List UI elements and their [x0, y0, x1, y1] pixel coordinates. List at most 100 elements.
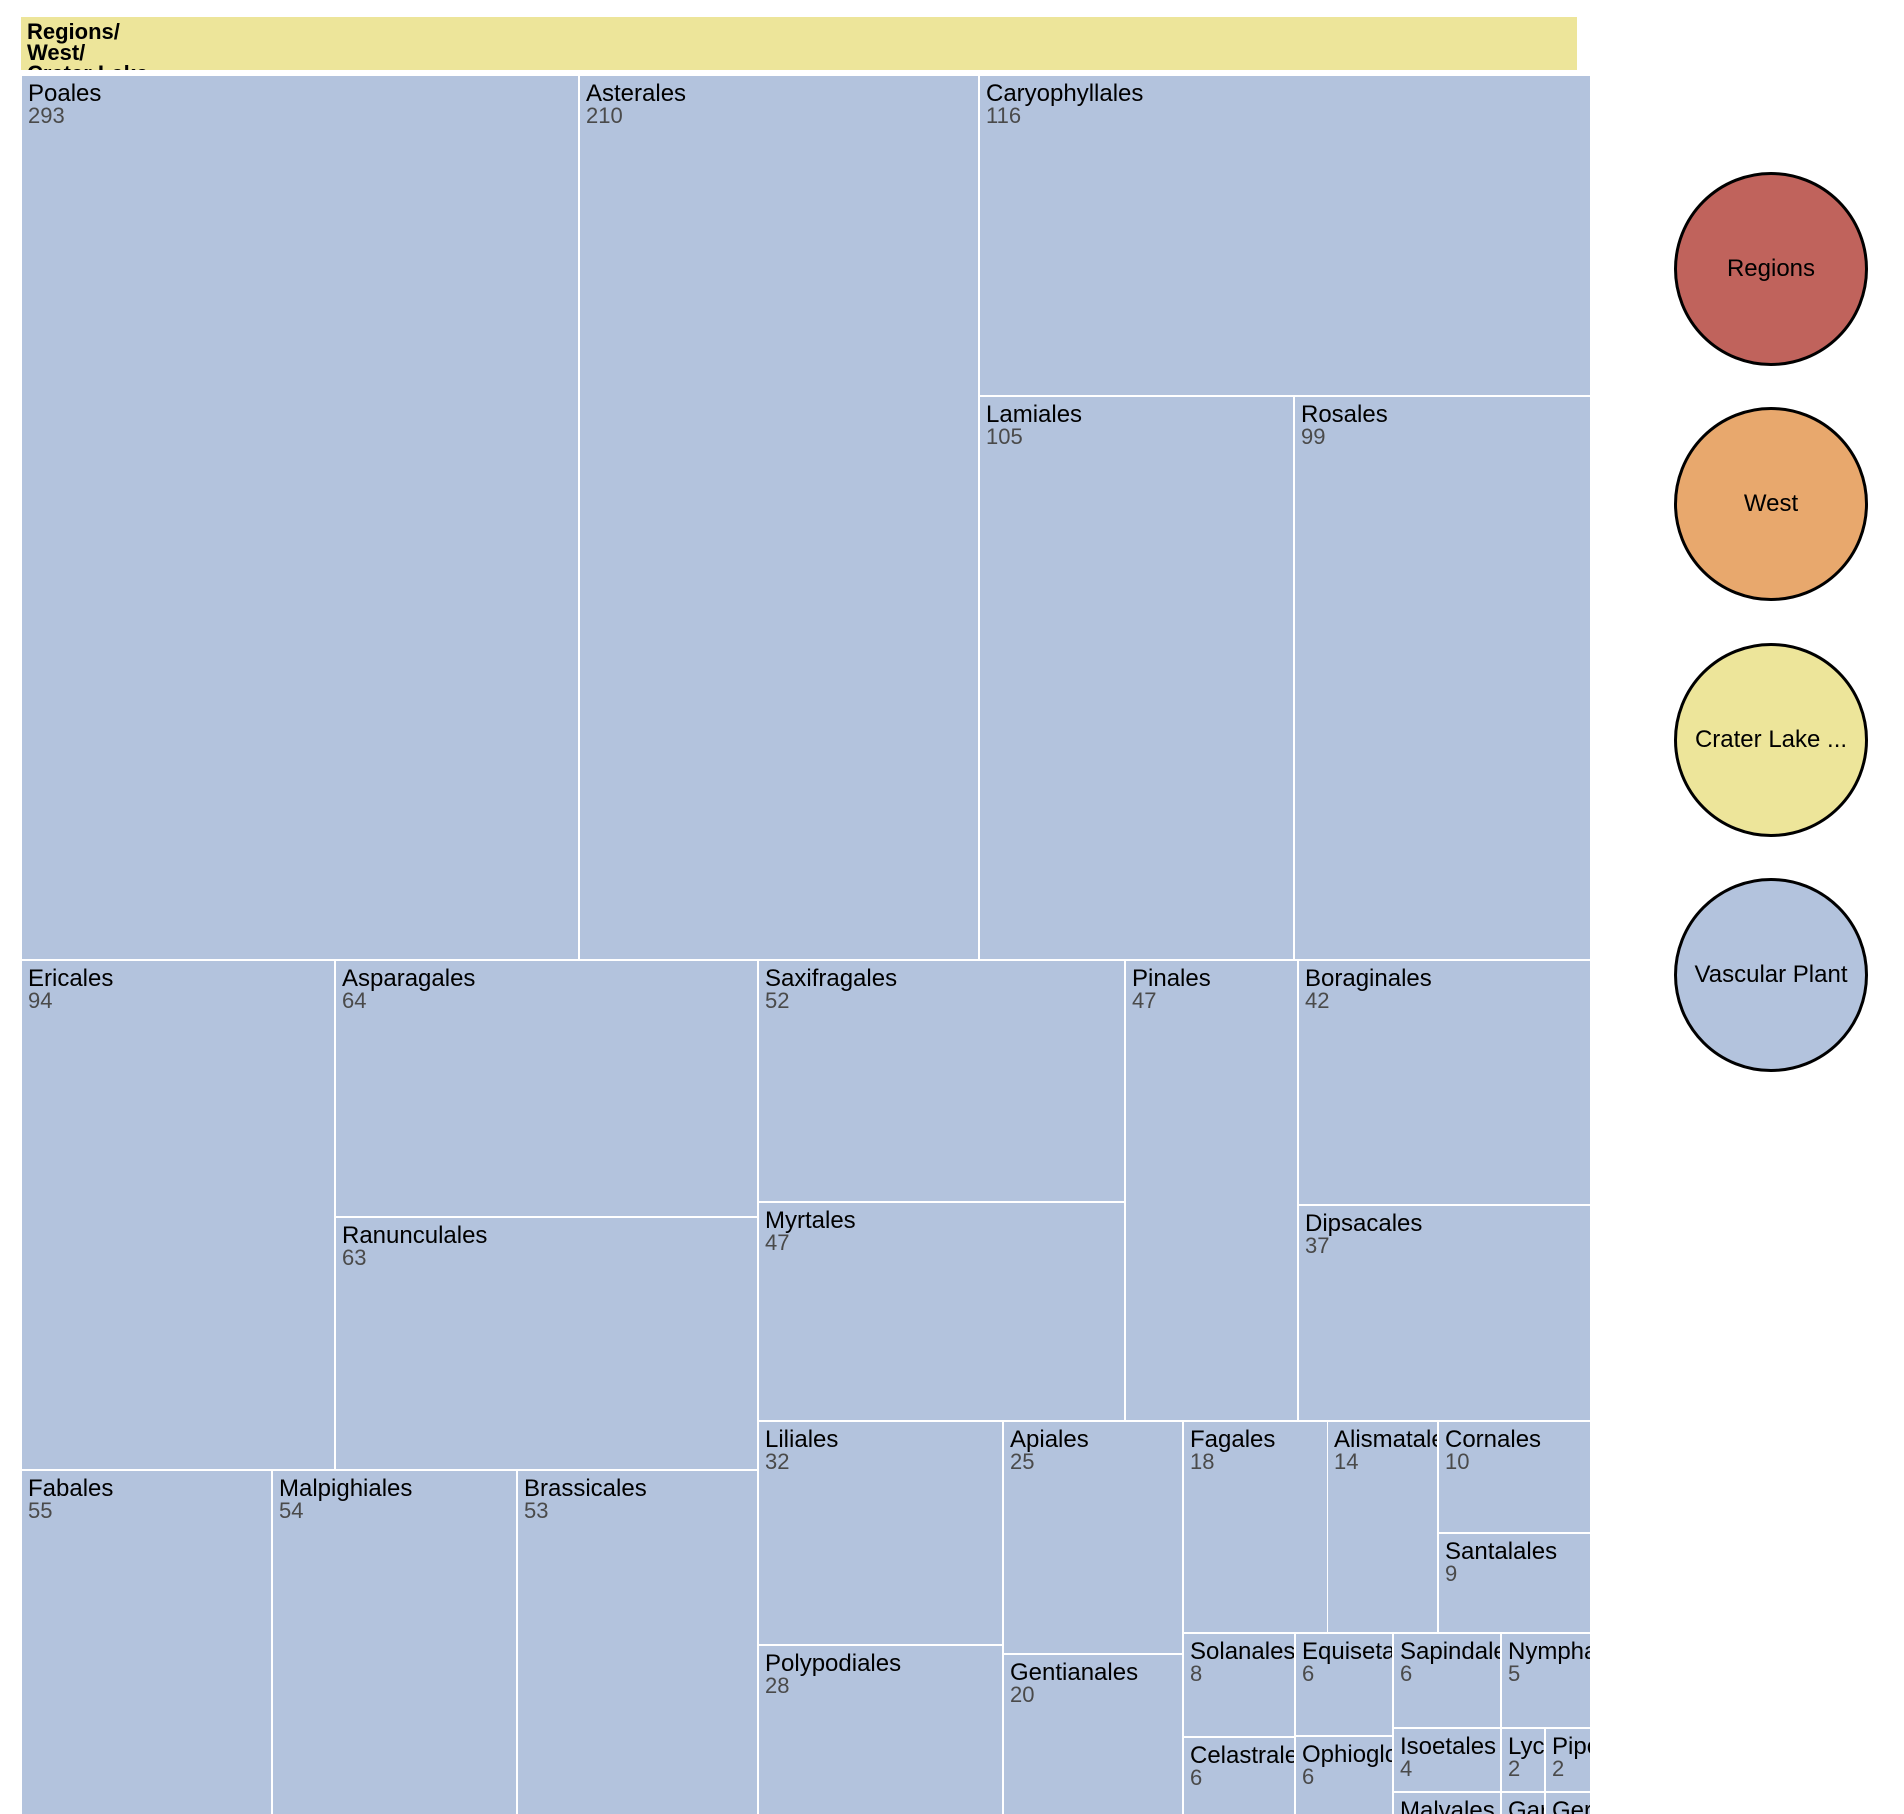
cell-label: Poales: [28, 80, 102, 107]
cell-label: Myrtales: [765, 1207, 856, 1234]
legend-label: West: [1743, 490, 1799, 517]
cell-label: Lycopodiales: [1508, 1733, 1545, 1760]
cell-value: 54: [279, 1498, 304, 1523]
cell-value: 28: [765, 1673, 790, 1698]
breadcrumb-text: Regions/ West/ Crater Lake ...: [27, 19, 173, 71]
cell-value: 25: [1010, 1449, 1035, 1474]
cell-label: Rosales: [1301, 401, 1388, 428]
cell-label: Cornales: [1445, 1426, 1542, 1453]
cell-value: 18: [1190, 1449, 1215, 1474]
cell-value: 37: [1305, 1233, 1330, 1258]
cell-value: 55: [28, 1498, 53, 1523]
treemap-cell[interactable]: Nymphaeales5: [1501, 1633, 1590, 1728]
treemap-cell[interactable]: Equisetales6: [1295, 1633, 1393, 1736]
cell-label: Celastrales: [1190, 1742, 1294, 1769]
cell-label: Lamiales: [986, 401, 1083, 428]
cell-label: Piperales: [1552, 1733, 1590, 1760]
cell-value: 14: [1334, 1449, 1359, 1474]
legend-item-vascular-plant[interactable]: Vascular Plant: [1674, 878, 1868, 1072]
legend-item-regions[interactable]: Regions: [1674, 172, 1868, 366]
cell-value: 5: [1508, 1661, 1521, 1686]
cell-label: Ophioglossales: [1302, 1741, 1392, 1768]
cell-value: 105: [986, 424, 1023, 449]
cell-value: 8: [1190, 1661, 1203, 1686]
cell-value: 32: [765, 1449, 790, 1474]
cell-label: Sapindales: [1400, 1638, 1500, 1665]
treemap-cell[interactable]: Malvales3: [1393, 1792, 1501, 1814]
cell-label: Isoetales: [1400, 1733, 1497, 1760]
cell-label: Fagales: [1190, 1426, 1276, 1453]
cell-label: Malpighiales: [279, 1475, 413, 1502]
legend-label: Crater Lake ...: [1694, 726, 1848, 753]
cell-label: Asterales: [586, 80, 687, 107]
treemap-cell[interactable]: Alismatales14: [1327, 1421, 1438, 1633]
legend-label: Vascular Plant: [1694, 961, 1848, 988]
cell-label: Apiales: [1010, 1426, 1089, 1453]
cell-label: Dipsacales: [1305, 1210, 1423, 1237]
legend-item-west[interactable]: West: [1674, 407, 1868, 601]
cell-label: Santalales: [1445, 1538, 1558, 1565]
cell-value: 47: [765, 1230, 790, 1255]
cell-value: 116: [986, 103, 1022, 128]
cell-label: Polypodiales: [765, 1650, 902, 1677]
treemap-cell[interactable]: Piperales2: [1545, 1728, 1590, 1792]
treemap-cell[interactable]: Celastrales6: [1183, 1737, 1295, 1814]
cell-label: Ericales: [28, 965, 114, 992]
cell-label: Pinales: [1132, 965, 1211, 992]
cell-value: 64: [342, 988, 367, 1013]
cell-label: Fabales: [28, 1475, 114, 1502]
cell-label: Nymphaeales: [1508, 1638, 1590, 1665]
cell-value: 63: [342, 1245, 367, 1270]
treemap-cell[interactable]: Garryales1: [1501, 1792, 1545, 1814]
treemap-cell[interactable]: Lycopodiales2: [1501, 1728, 1545, 1792]
cell-label: Caryophyllales: [986, 80, 1144, 107]
breadcrumb-bar[interactable]: Regions/ West/ Crater Lake ...: [21, 17, 1577, 72]
cell-value: 99: [1301, 424, 1326, 449]
legend-item-crater-lake[interactable]: Crater Lake ...: [1674, 643, 1868, 837]
cell-value: 42: [1305, 988, 1330, 1013]
cell-label: Gentianales: [1010, 1659, 1139, 1686]
cell-label: Solanales: [1190, 1638, 1295, 1665]
treemap-cell[interactable]: Geraniales1: [1545, 1792, 1590, 1814]
cell-value: 20: [1010, 1682, 1035, 1707]
cell-label: Boraginales: [1305, 965, 1432, 992]
cell-value: 94: [28, 988, 53, 1013]
cell-label: Equisetales: [1302, 1638, 1393, 1665]
cell-value: 53: [524, 1498, 549, 1523]
cell-value: 6: [1190, 1765, 1203, 1790]
cell-label: Garryales: [1508, 1797, 1544, 1814]
cell-value: 4: [1400, 1756, 1413, 1781]
cell-value: 293: [28, 103, 65, 128]
legend-label: Regions: [1726, 255, 1816, 282]
treemap-chart: Regions/ West/ Crater Lake ... Poales293…: [21, 17, 1590, 1814]
cell-label: Liliales: [765, 1426, 839, 1453]
cell-label: Ranunculales: [342, 1222, 488, 1249]
treemap-cell[interactable]: Ophioglossales6: [1295, 1736, 1393, 1814]
treemap-cell[interactable]: Sapindales6: [1393, 1633, 1501, 1728]
